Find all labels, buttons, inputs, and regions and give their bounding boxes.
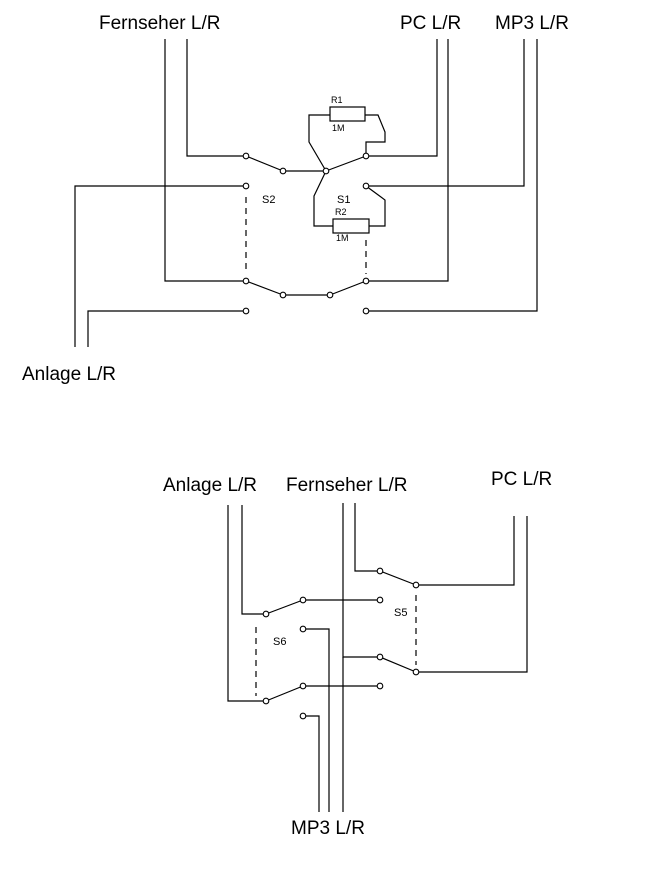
s2-lower-lever [245,280,284,296]
wire-fernseher-r [354,503,380,572]
terminal [299,682,307,690]
wire-r2-left [313,170,333,227]
terminal [299,625,307,633]
terminal [279,167,287,175]
wire-mp3-l [303,715,320,812]
s1-lower-lever [329,280,367,296]
top-label-mp3: MP3 L/R [495,13,569,34]
switch-s5-label: S5 [394,607,407,619]
terminal [376,567,384,575]
wire-mp3-r [366,39,525,187]
bottom-diagram: Anlage L/R Fernseher L/R PC L/R MP3 L/R … [163,469,552,839]
terminal [362,277,370,285]
resistor-r1-value: 1M [332,123,345,133]
terminal [376,596,384,604]
bottom-label-mp3: MP3 L/R [291,818,365,839]
terminal [412,581,420,589]
terminal [412,668,420,676]
terminal [362,152,370,160]
wire-fernseher-l [342,503,380,658]
top-diagram: Fernseher L/R PC L/R MP3 L/R Anlage L/R … [22,13,569,385]
wire-anlage-r [241,505,266,615]
terminal [362,307,370,315]
wire-pc-l [366,39,449,282]
s6-lower-lever [265,685,304,702]
wire-r2-right [365,185,386,227]
terminal [299,712,307,720]
resistor-r1 [329,106,366,122]
bottom-label-pc: PC L/R [491,469,552,490]
wire-r1-left [308,114,330,172]
terminal [242,152,250,160]
resistor-r2 [332,218,370,234]
wire-anlage-l [74,185,246,347]
top-label-anlage: Anlage L/R [22,364,116,385]
terminal [299,596,307,604]
s1-upper-lever [325,155,367,172]
wire-anlage-l [227,505,266,702]
top-label-fernseher: Fernseher L/R [99,13,220,34]
s2-upper-lever [245,155,284,172]
switch-s6-label: S6 [273,636,286,648]
terminal [262,610,270,618]
wire-r1-right [365,114,386,156]
wire-pc-r [416,516,515,586]
switch-s1-label: S1 [337,194,350,206]
resistor-r2-value: 1M [336,233,349,243]
terminal [376,653,384,661]
s5-lower-lever [379,656,417,673]
terminal [242,307,250,315]
wire-mp3-l [366,39,538,312]
s6-upper-lever [265,599,304,615]
wire-anlage-r [87,310,246,347]
terminal [322,167,330,175]
s5-upper-lever [379,570,417,586]
wire-mp3-r [303,628,330,812]
terminal [376,682,384,690]
wire-pc-r [366,39,438,157]
wire-fernseher-r [186,39,246,157]
terminal [362,182,370,190]
bottom-label-fernseher: Fernseher L/R [286,475,407,496]
top-label-pc: PC L/R [400,13,461,34]
resistor-r1-name: R1 [331,95,343,105]
terminal [242,182,250,190]
bottom-label-anlage: Anlage L/R [163,475,257,496]
terminal [242,277,250,285]
wire-fernseher-l [164,39,246,282]
terminal [279,291,287,299]
terminal [326,291,334,299]
resistor-r2-name: R2 [335,207,347,217]
terminal [262,697,270,705]
switch-s2-label: S2 [262,194,275,206]
wire-pc-l [416,516,528,673]
